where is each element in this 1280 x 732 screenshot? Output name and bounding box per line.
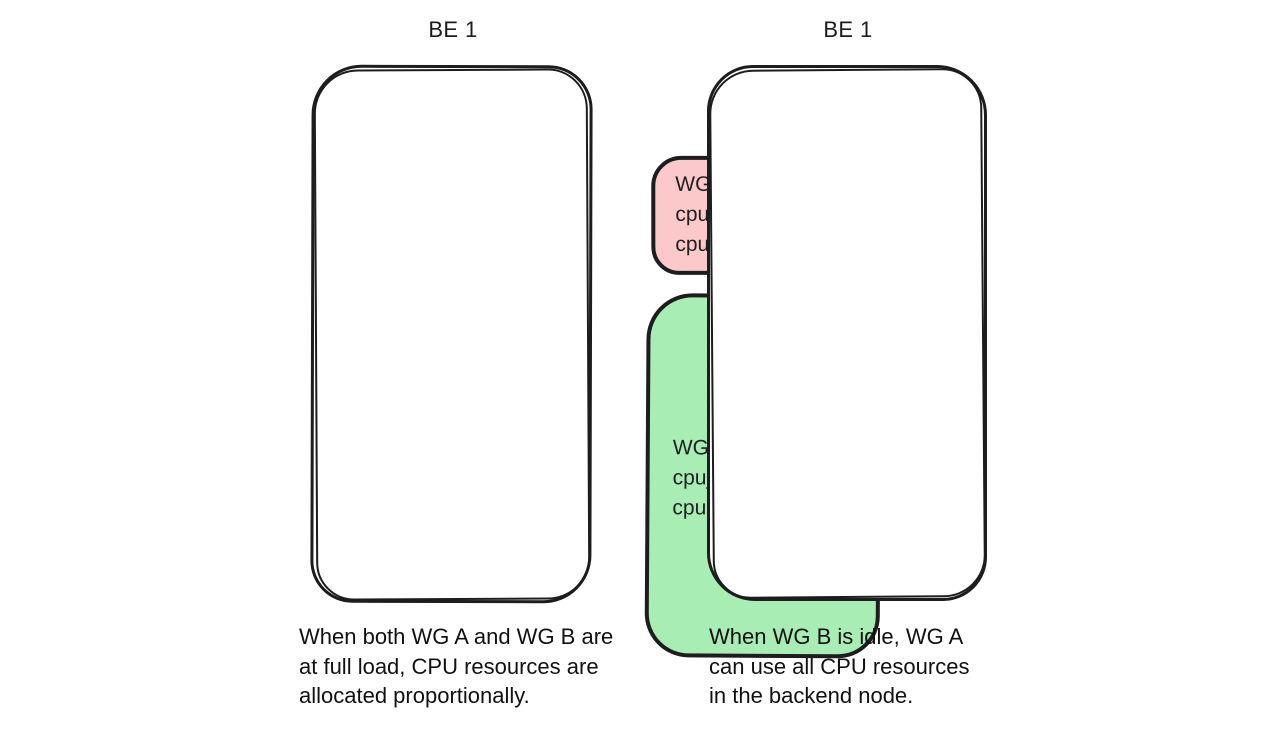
caption-line: When both WG A and WG B are — [299, 624, 614, 649]
caption-left: When both WG A and WG B are at full load… — [299, 622, 613, 711]
panel-title-be1-right: BE 1 — [823, 17, 873, 42]
backend-node-box-right: WG=A cpu_share=1 cpu usage=100% WG=B cpu… — [707, 65, 987, 601]
caption-line: allocated proportionally. — [299, 683, 530, 708]
backend-node-box-left: WG=A cpu_share=1 cpu usage=10% WG=B cpu_… — [310, 64, 888, 659]
caption-right: When WG B is idle, WG A can use all CPU … — [709, 622, 969, 711]
caption-line: When WG B is idle, WG A — [709, 624, 964, 649]
caption-line: can use all CPU resources — [709, 653, 970, 679]
caption-line: at full load, CPU resources are — [299, 653, 599, 679]
caption-line: in the backend node. — [709, 683, 914, 708]
panel-title-be1-left: BE 1 — [428, 17, 478, 42]
